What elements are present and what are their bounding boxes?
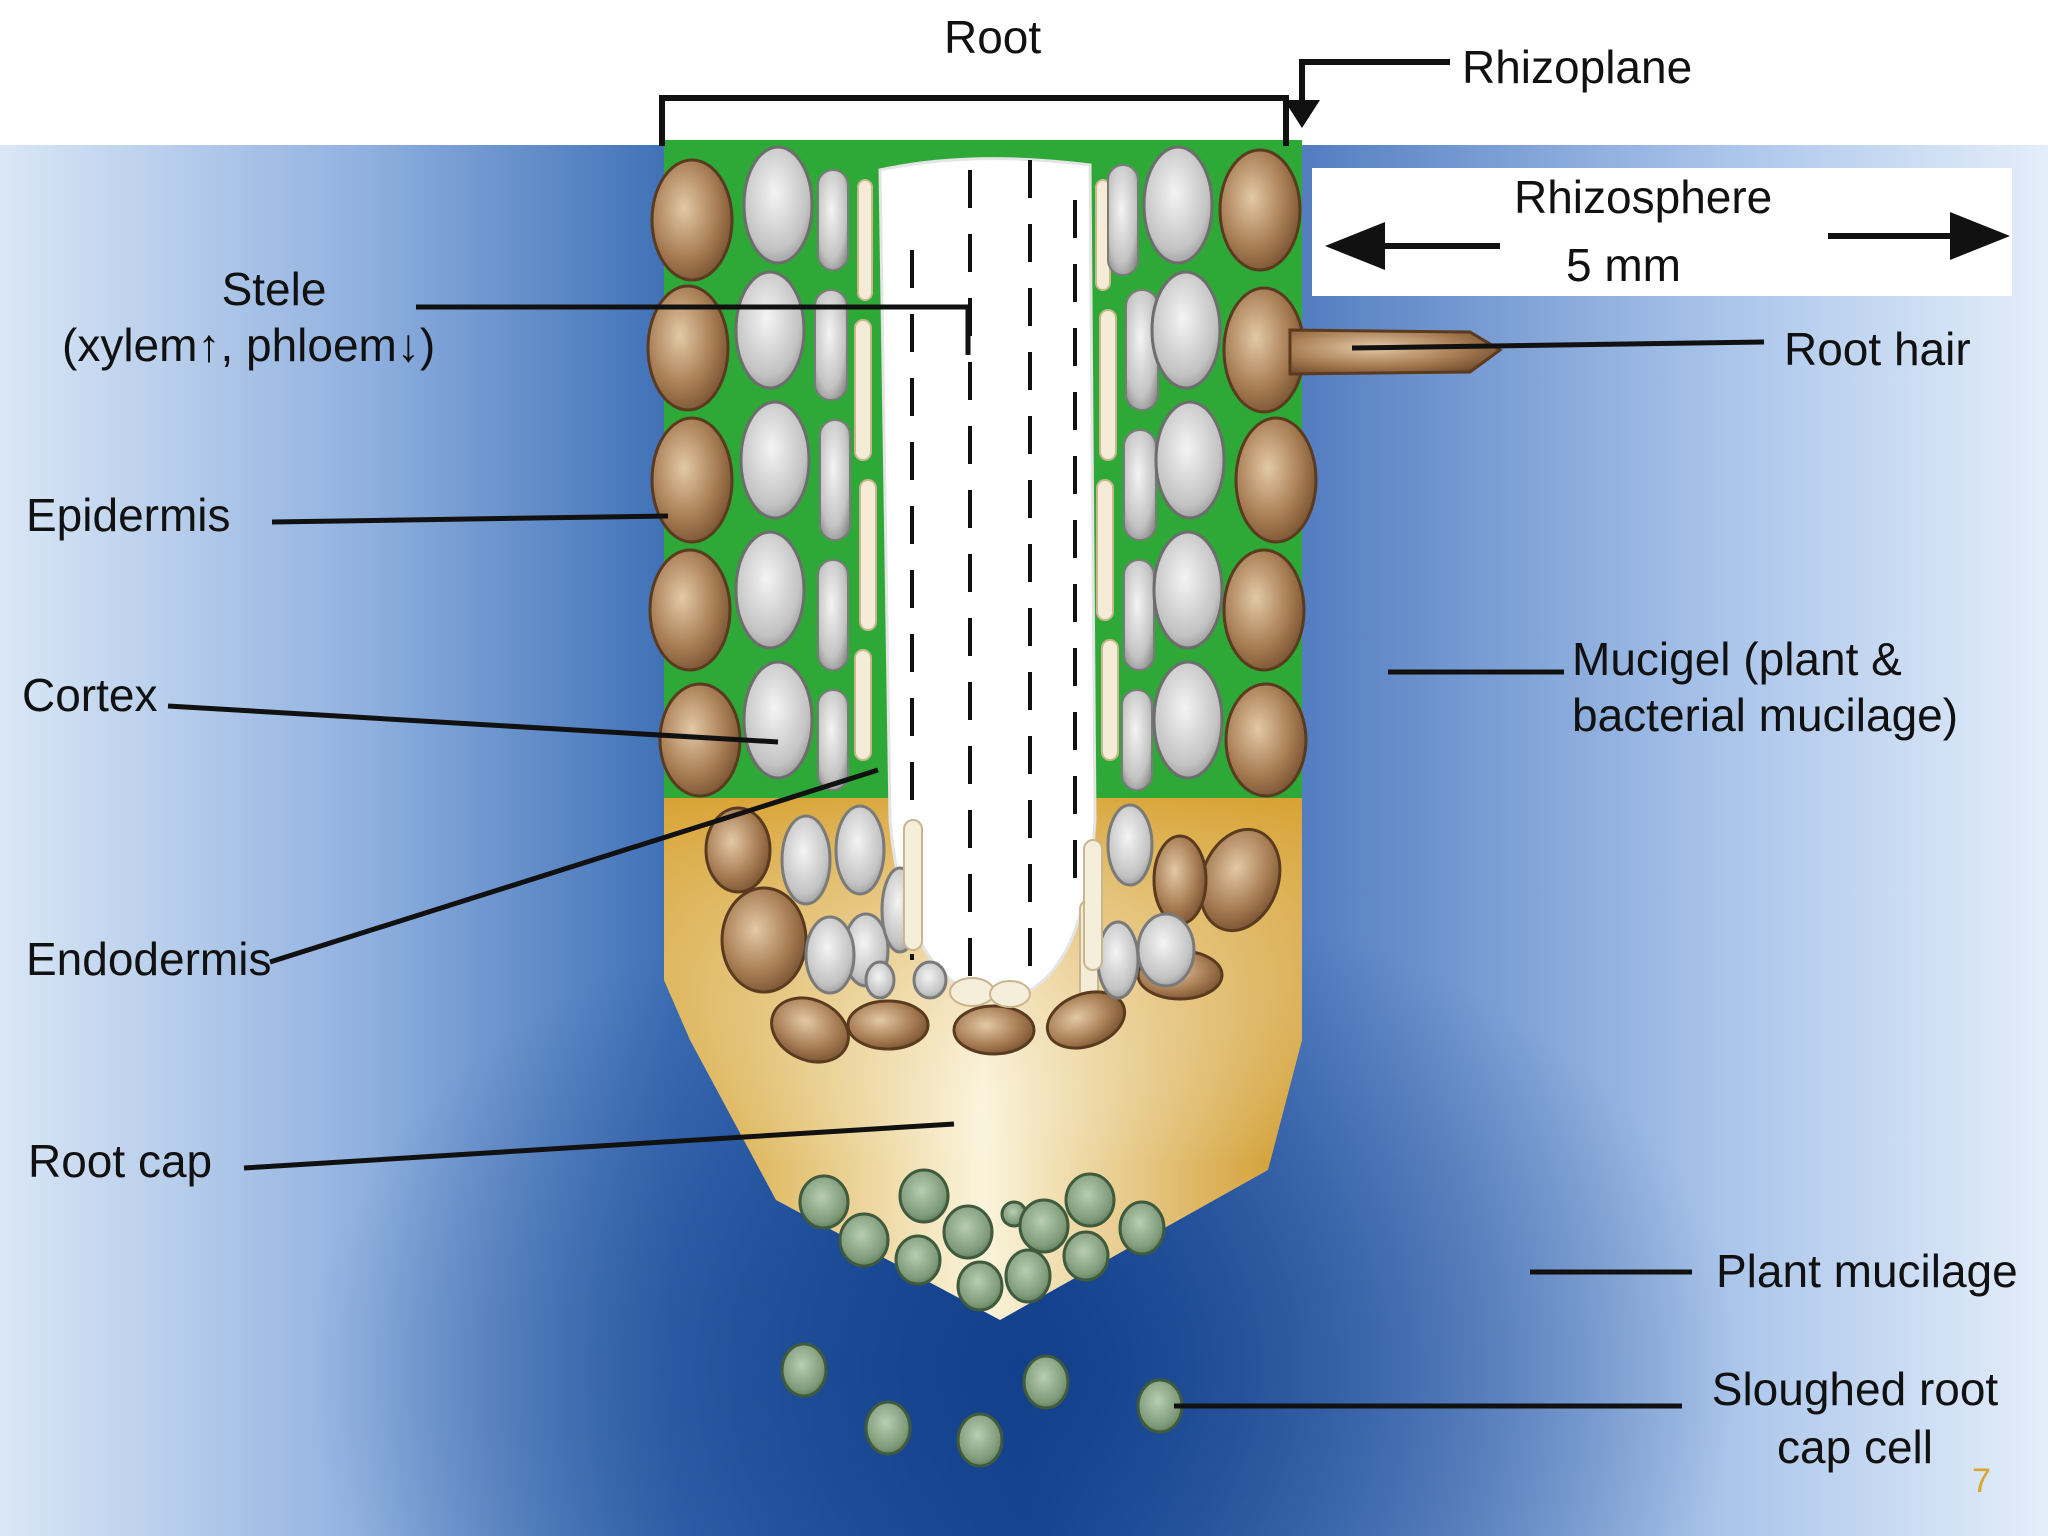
- root-cap-leader: [243, 1121, 955, 1171]
- cortex-leader: [167, 703, 779, 745]
- root-hair-leader: [1351, 339, 1765, 351]
- mucigel-label-line2: bacterial mucilage): [1572, 689, 1959, 741]
- root-cap-cells: [798, 1168, 1166, 1312]
- epidermis-label: Epidermis: [26, 489, 231, 541]
- endodermis-leader: [269, 767, 879, 965]
- cortex-label: Cortex: [22, 669, 158, 721]
- mucigel-label-line1: Mucigel (plant &: [1572, 633, 1902, 685]
- sloughed-label-line1: Sloughed root: [1711, 1363, 1999, 1415]
- rhizosphere-arrows: [1325, 212, 2010, 270]
- stele-leader: [416, 304, 971, 355]
- root-cap-region-cells: [704, 803, 1282, 1064]
- cortex-cells: [734, 145, 1226, 780]
- slide-number: 7: [1972, 1462, 1991, 1500]
- stele-label-line2: (xylem↑, phloem↓): [62, 319, 436, 371]
- rhizosphere-box: [1312, 168, 2012, 296]
- inner-cortex-cells: [814, 164, 1159, 791]
- stele-label-line1: Stele: [221, 263, 327, 315]
- epidermis-cells: [646, 148, 1318, 798]
- root-label: Root: [944, 11, 1042, 63]
- root-hair-label: Root hair: [1784, 323, 1971, 375]
- root-hair: [1288, 328, 1503, 376]
- plant-mucilage-label: Plant mucilage: [1716, 1245, 2018, 1297]
- rhizosphere-label: Rhizosphere: [1514, 171, 1773, 223]
- sloughed-cap-cells: [780, 1342, 1184, 1468]
- root-width-bracket: [659, 95, 1289, 146]
- rhizoplane-pointer: [1284, 59, 1450, 128]
- rhizoplane-label: Rhizoplane: [1462, 41, 1693, 93]
- epidermis-leader: [271, 513, 669, 525]
- endodermis-label: Endodermis: [26, 933, 272, 985]
- distance-label: 5 mm: [1566, 239, 1681, 291]
- sloughed-label-line2: cap cell: [1777, 1421, 1933, 1473]
- root-cap-label: Root cap: [28, 1135, 213, 1187]
